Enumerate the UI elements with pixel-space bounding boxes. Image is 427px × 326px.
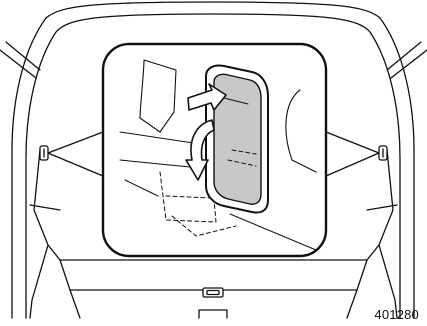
cargo-hook-left bbox=[40, 146, 48, 160]
rear-latch bbox=[199, 288, 227, 318]
hatch-strut-left bbox=[0, 42, 40, 78]
cargo-hook-right bbox=[379, 146, 387, 160]
figure-id: 401280 bbox=[374, 307, 419, 322]
hatch-strut-right bbox=[387, 42, 427, 78]
